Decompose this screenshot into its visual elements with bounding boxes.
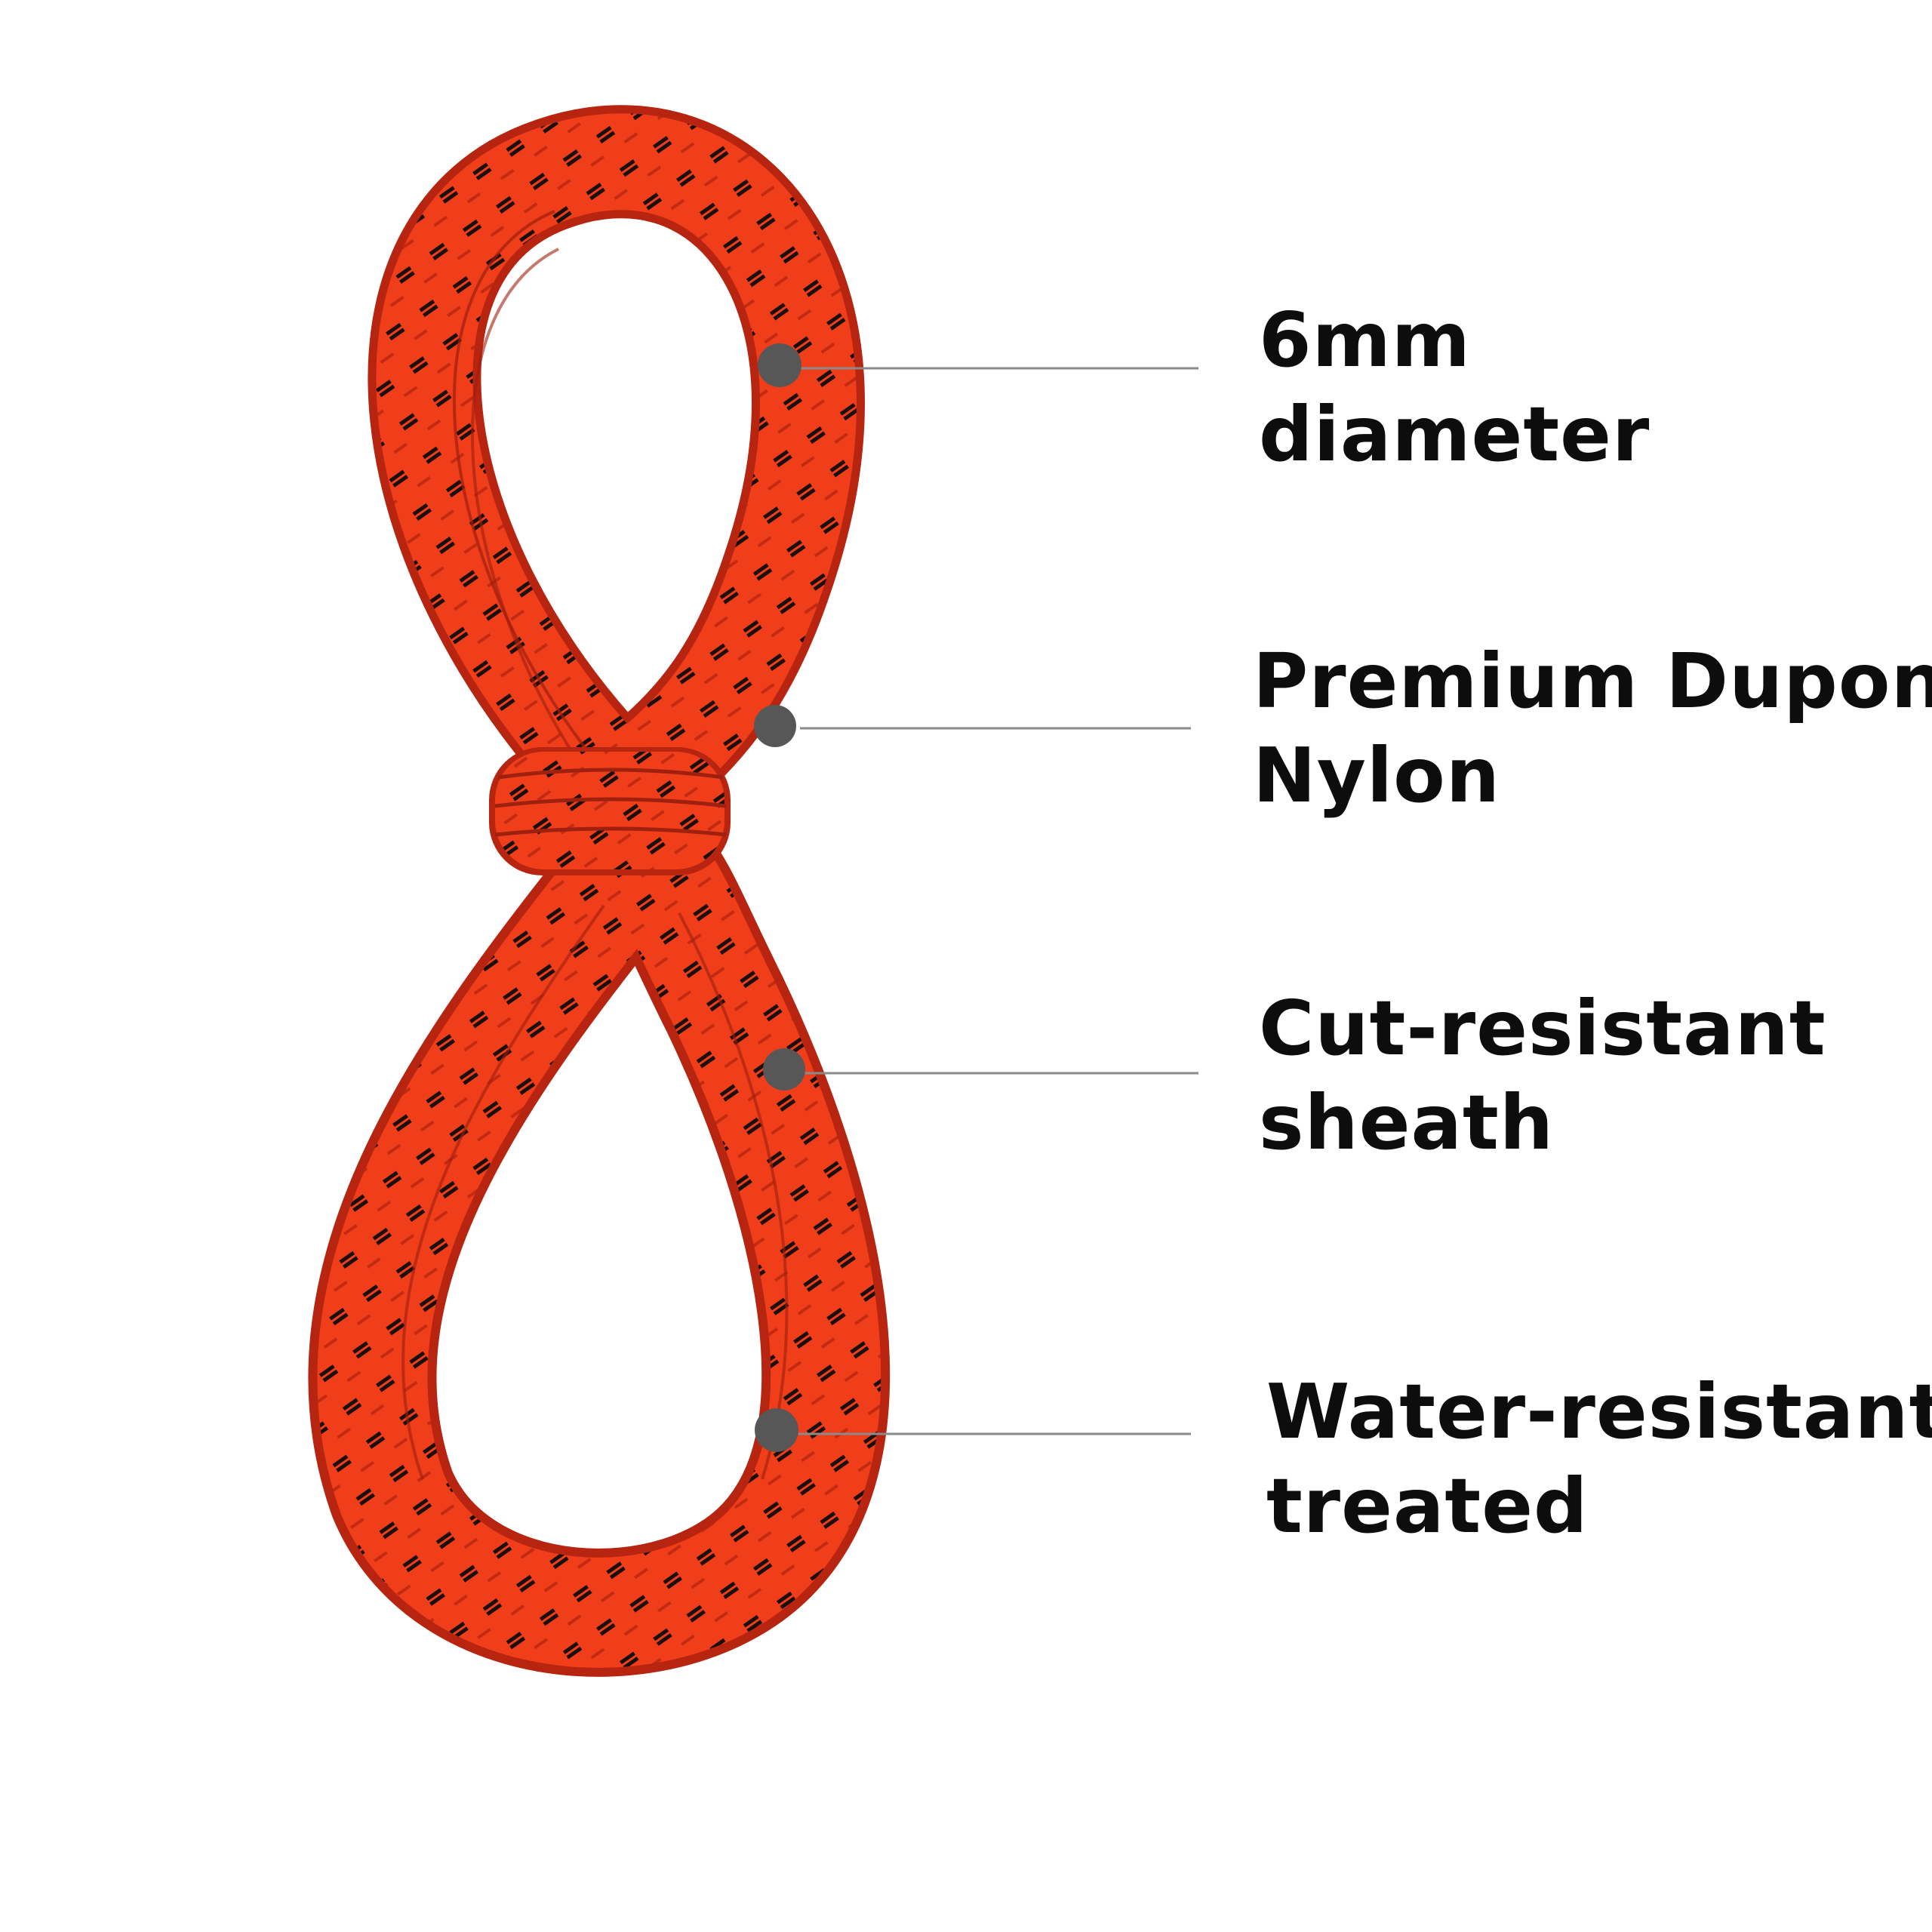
feature-line-2: diameter <box>1259 390 1651 478</box>
rope-lower-loop <box>308 819 891 1677</box>
feature-label-diameter: 6mm diameter <box>1259 293 1650 481</box>
callout-diameter <box>758 343 1198 387</box>
feature-line-1: 6mm <box>1259 296 1471 384</box>
feature-line-1: Premium Dupont <box>1253 637 1932 725</box>
callout-cut <box>763 1048 1198 1091</box>
feature-label-water-resistant: Water-resistant treated <box>1266 1364 1932 1553</box>
feature-label-cut-resistant: Cut-resistant sheath <box>1259 981 1826 1170</box>
feature-line-1: Water-resistant <box>1266 1367 1932 1456</box>
callout-dot <box>754 705 796 747</box>
callout-dot <box>758 343 801 387</box>
callout-water <box>755 1408 1191 1452</box>
feature-line-1: Cut-resistant <box>1259 984 1826 1072</box>
rope-wrap-bundle <box>489 747 731 875</box>
feature-label-nylon: Premium Dupont Nylon <box>1253 634 1932 823</box>
feature-line-2: sheath <box>1259 1078 1555 1167</box>
feature-line-2: treated <box>1266 1462 1589 1550</box>
callout-nylon <box>754 705 1191 747</box>
callout-dot <box>755 1408 798 1452</box>
feature-line-2: Nylon <box>1253 731 1501 820</box>
rope-upper-loop <box>368 105 865 826</box>
callout-dot <box>763 1048 805 1091</box>
